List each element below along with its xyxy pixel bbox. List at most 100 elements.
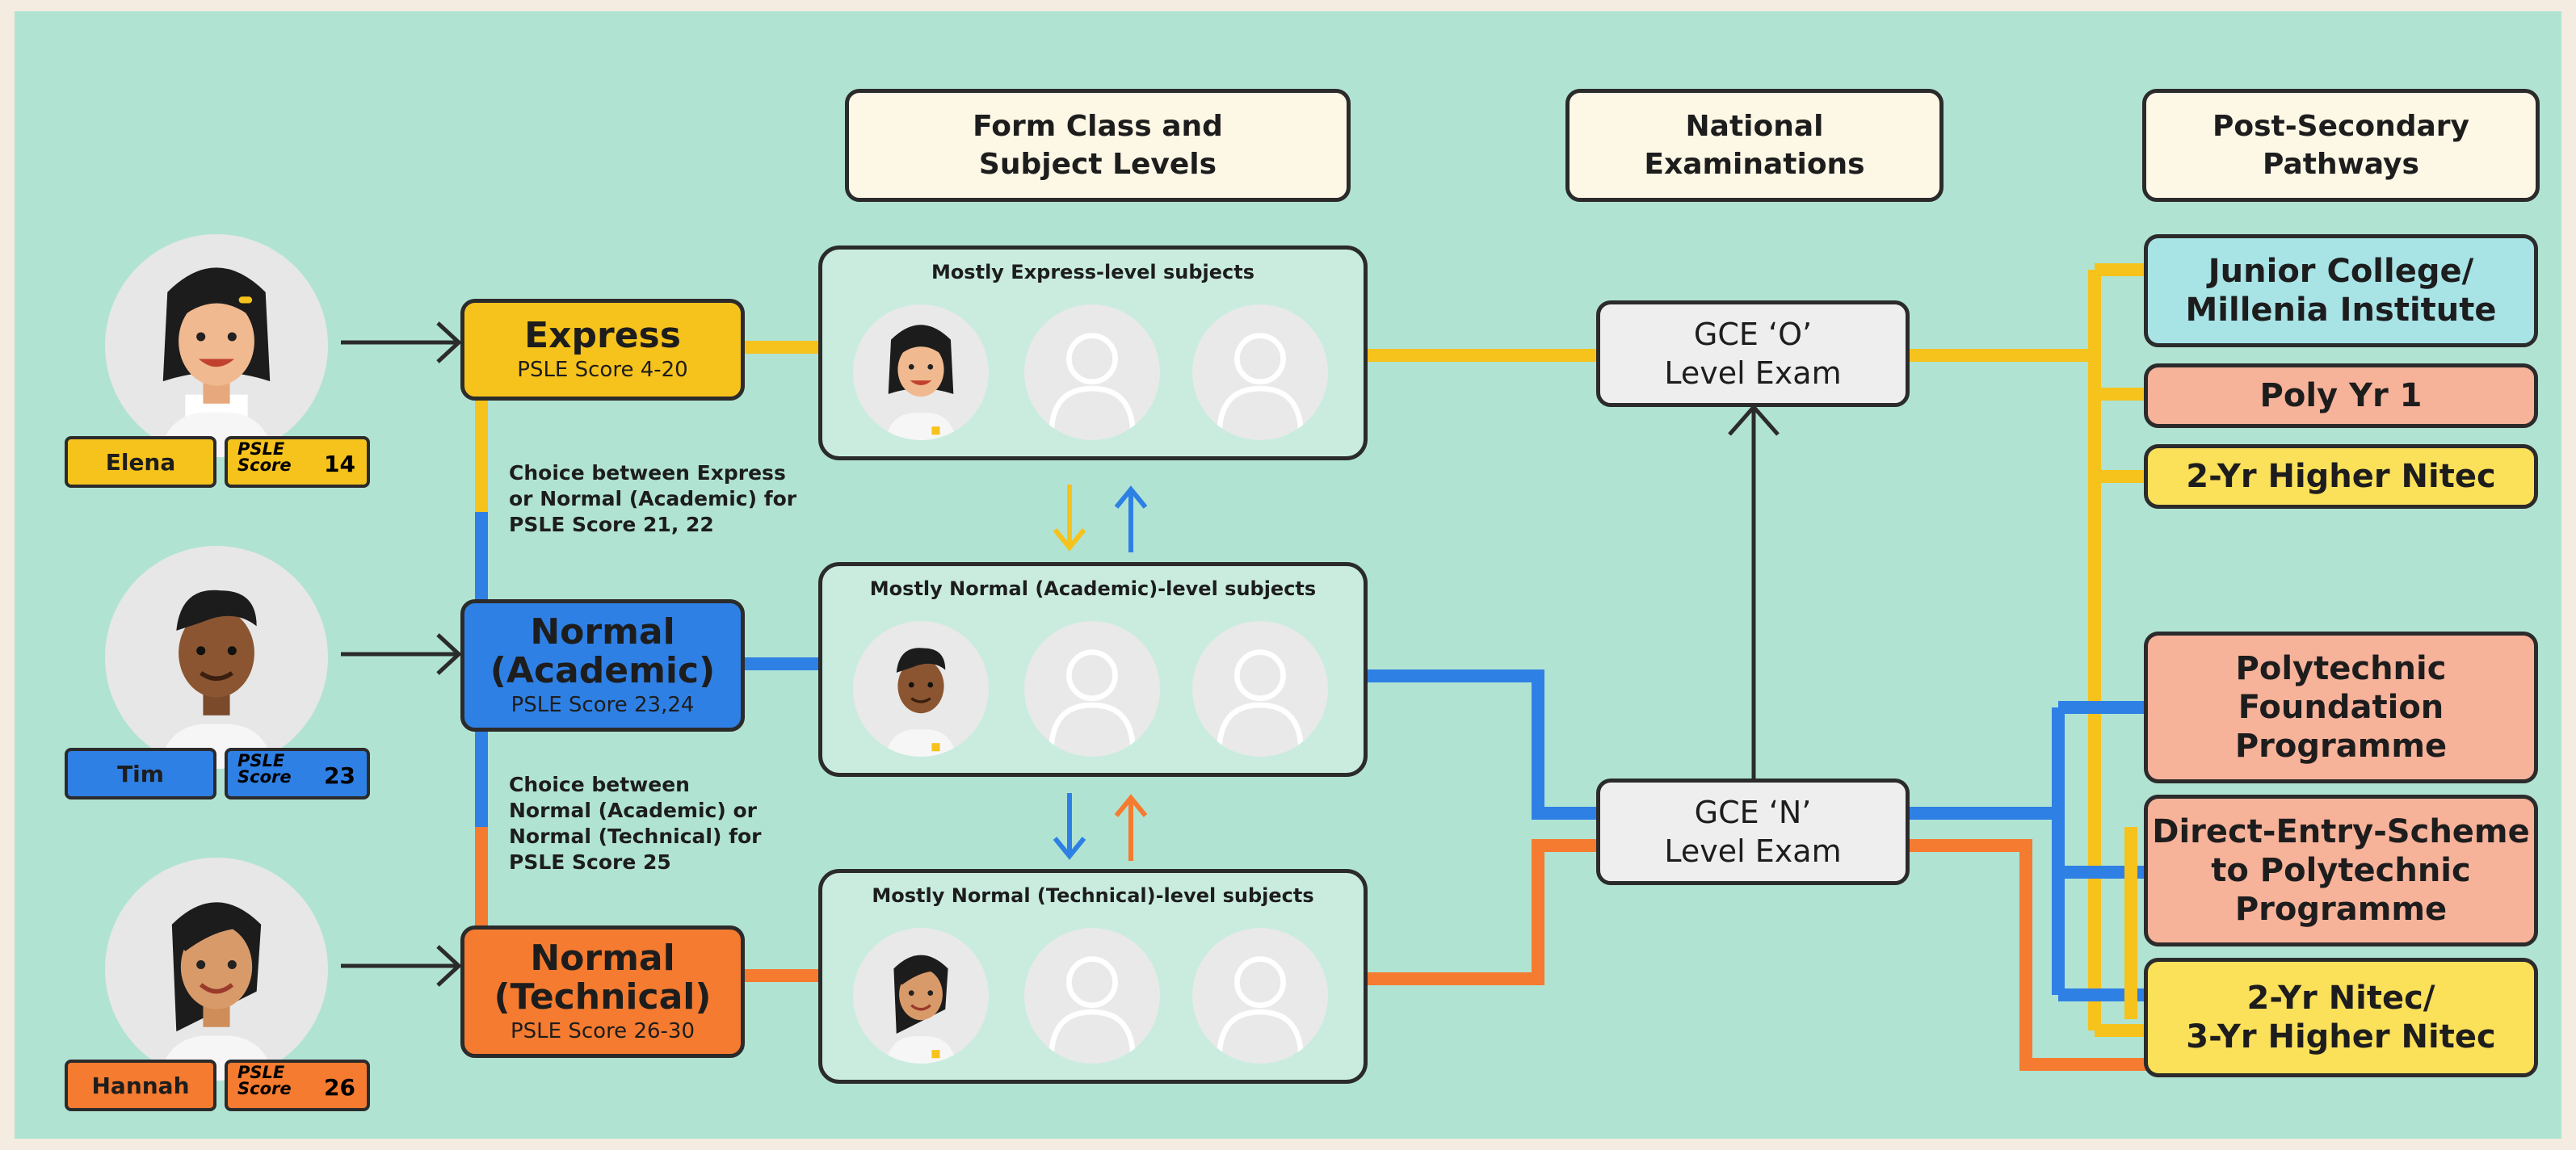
n-level-orange-out [1907,839,2158,1071]
pathway-poly-foundation: Polytechnic Foundation Programme [2144,632,2538,783]
elena-avatar [105,234,328,457]
hannah-psle-value: 26 [324,1074,355,1101]
note-line: or Normal (Academic) for [509,487,797,510]
class-express: Mostly Express-level subjects [818,246,1368,460]
lateral-transfer-arrows-lower [1053,793,1148,861]
pathway-nitec: 2-Yr Nitec/ 3-Yr Higher Nitec [2144,958,2538,1077]
elena-portrait-icon [158,267,275,457]
psle-label-line2: Score [237,1079,292,1098]
exam-o-level-line2: Level Exam [1664,355,1842,391]
tim-psle-value: 23 [324,762,355,789]
pathway-nitec-line1: 2-Yr Nitec/ [2246,980,2435,1017]
header-form-class-line2: Subject Levels [978,148,1217,181]
hannah-arrow-icon [341,945,462,987]
note-line: Normal (Academic) or [509,799,758,822]
tim-avatar [105,546,328,769]
lateral-transfer-arrows-upper [1053,485,1148,552]
exam-o-level-line1: GCE ‘O’ [1693,317,1813,352]
stream-normal-technical: Normal (Technical) PSLE Score 26-30 [460,925,745,1058]
pathway-dsp-line2: to Polytechnic [2211,852,2471,889]
placeholder-avatar-icon [1192,304,1328,440]
placeholder-avatar-icon [1192,621,1328,757]
stream-technical-name-line1: Normal [530,938,675,979]
placeholder-avatar-icon [1192,928,1328,1064]
class-normal-technical: Mostly Normal (Technical)-level subjects [818,869,1368,1084]
pathway-pfp-line3: Programme [2234,728,2448,765]
header-national-exams: National Examinations [1565,89,1944,202]
header-form-class: Form Class and Subject Levels [845,89,1351,202]
hannah-avatar [105,858,328,1081]
stream-technical-name-line2: (Technical) [494,976,712,1018]
header-national-exams-line1: National [1685,110,1824,143]
connector-lines [475,263,2158,1071]
exam-o-level: GCE ‘O’ Level Exam [1596,300,1910,407]
psle-label-line2: Score [237,455,292,475]
header-post-secondary-line1: Post-Secondary [2212,110,2470,143]
tim-arrow-icon [341,633,462,675]
header-post-secondary-line2: Pathways [2263,148,2419,181]
note-line: Normal (Technical) for [509,825,762,848]
choice-note-academic-technical: Choice between Normal (Academic) or Norm… [509,772,762,875]
down-arrow-icon [1053,793,1086,860]
pathway-poly-yr1: Poly Yr 1 [2144,363,2538,428]
stream-academic-name-line1: Normal [530,611,675,653]
pathway-jc-line2: Millenia Institute [2185,292,2497,329]
stream-normal-academic: Normal (Academic) PSLE Score 23,24 [460,599,745,732]
header-form-class-line1: Form Class and [973,110,1223,143]
pathway-junior-college: Junior College/ Millenia Institute [2144,234,2538,347]
class-normal-academic: Mostly Normal (Academic)-level subjects [818,562,1368,777]
student-avatar-hannah [853,928,989,1064]
stream-academic-score: PSLE Score 23,24 [511,693,695,717]
pathway-dsp-line1: Direct-Entry-Scheme [2152,813,2530,850]
note-line: PSLE Score 21, 22 [509,513,714,536]
psle-label-line2: Score [237,767,292,787]
choice-note-express-academic: Choice between Express or Normal (Academ… [509,460,796,538]
tim-small-icon [885,648,956,757]
class-express-title: Mostly Express-level subjects [931,261,1255,283]
up-arrow-icon [1114,794,1148,861]
technical-class-to-n-level [1365,839,1598,985]
exam-n-level: GCE ‘N’ Level Exam [1596,779,1910,885]
pathway-higher-nitec-line1: 2-Yr Higher Nitec [2186,458,2496,495]
psle-label-line1: PSLE [237,751,285,770]
stream-express-name: Express [524,315,681,356]
tim-name: Tim [117,760,164,787]
pathway-pfp-line2: Foundation [2238,689,2444,726]
tim-portrait-icon [158,590,275,769]
exam-n-level-line2: Level Exam [1664,833,1842,869]
note-line: Choice between [509,773,690,796]
hannah-name-tag: Hannah [65,1060,216,1111]
up-arrow-icon [1114,485,1148,552]
psle-label-line1: PSLE [237,439,285,459]
class-technical-title: Mostly Normal (Technical)-level subjects [872,884,1314,907]
class-academic-title: Mostly Normal (Academic)-level subjects [869,577,1317,600]
stream-technical-score: PSLE Score 26-30 [511,1019,695,1043]
stream-express: Express PSLE Score 4-20 [460,299,745,401]
pathway-jc-line1: Junior College/ [2208,253,2474,290]
down-arrow-icon [1053,485,1086,552]
elena-psle-value: 14 [324,451,355,477]
psle-label-line1: PSLE [237,1063,285,1082]
hannah-small-icon [885,955,956,1064]
pathway-pfp-line1: Polytechnic [2235,650,2447,687]
placeholder-avatar-icon [1024,304,1160,440]
elena-name: Elena [105,448,176,476]
hannah-portrait-icon [158,902,275,1081]
diagram-canvas: Form Class and Subject Levels National E… [15,11,2561,1139]
note-line: PSLE Score 25 [509,850,671,874]
student-avatar-elena [853,304,989,440]
elena-small-icon [885,325,956,440]
pathway-direct-entry: Direct-Entry-Scheme to Polytechnic Progr… [2144,795,2538,946]
elena-arrow-icon [341,321,462,363]
student-avatar-tim [853,621,989,757]
note-line: Choice between Express [509,461,786,485]
n-to-o-level-arrowhead [1728,404,1780,436]
elena-name-tag: Elena [65,436,216,488]
tim-name-tag: Tim [65,748,216,800]
pathway-poly-line1: Poly Yr 1 [2259,377,2423,414]
